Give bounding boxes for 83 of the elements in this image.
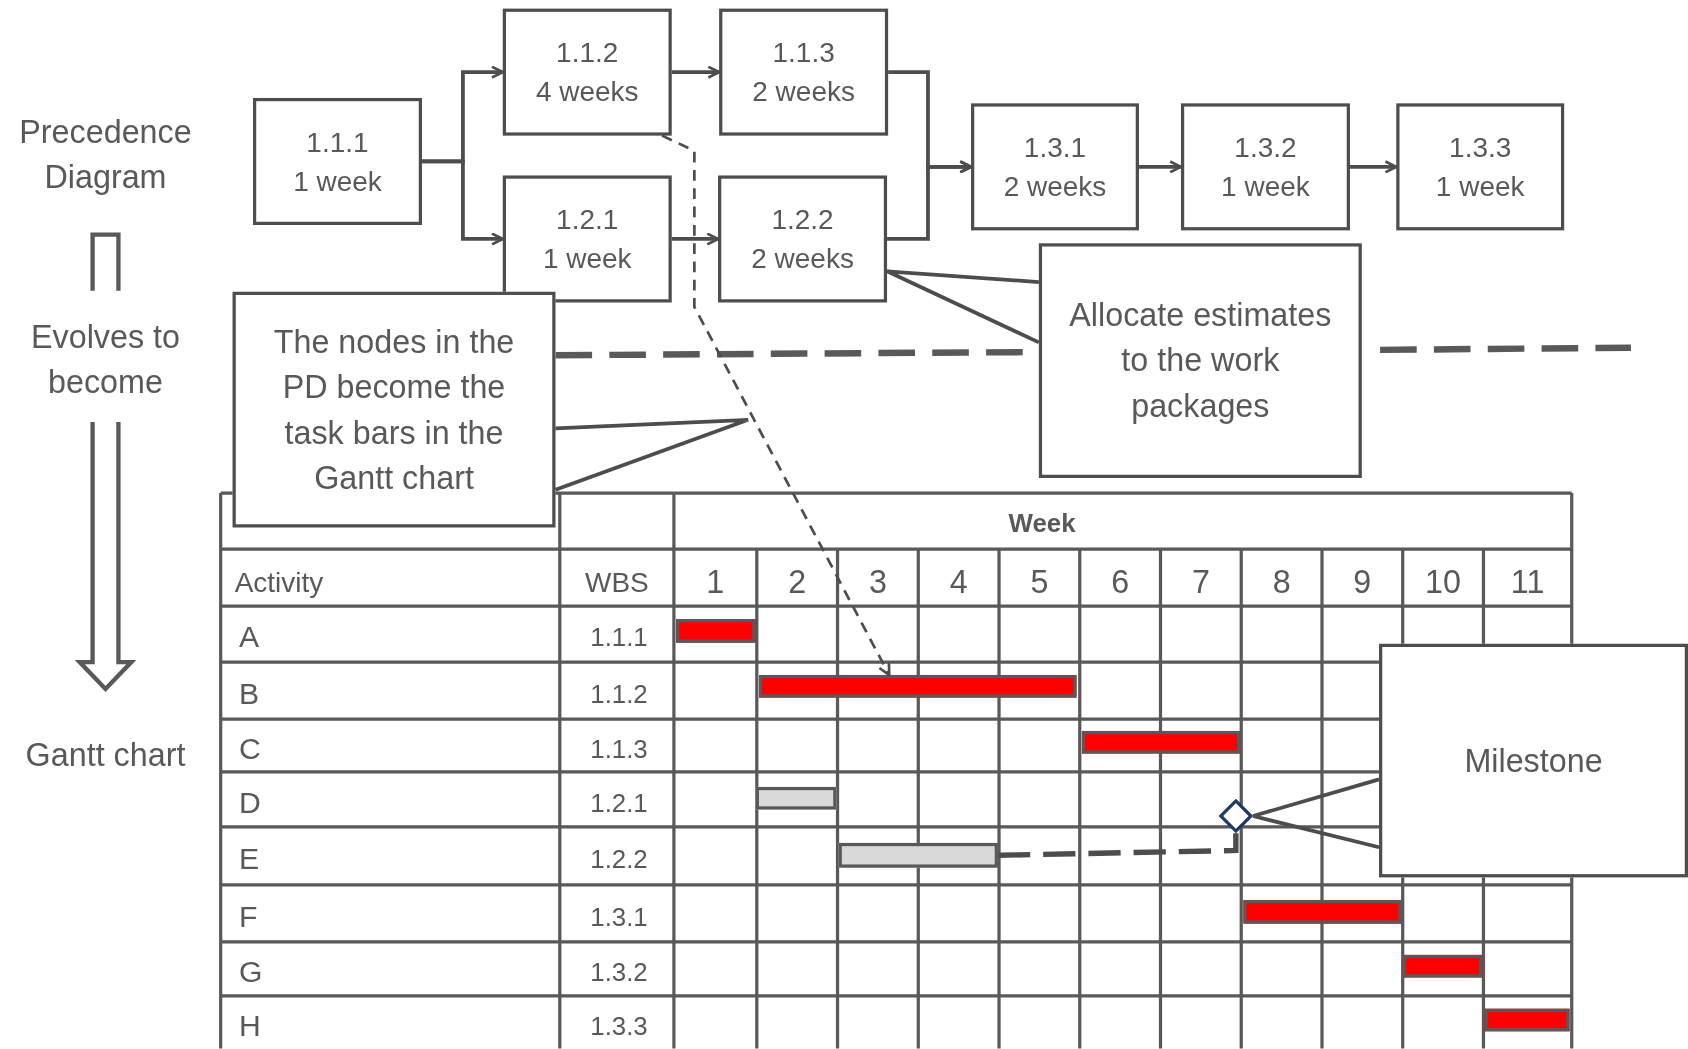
task-duration: 1 week	[542, 241, 632, 277]
stage-label: Evolves to become	[30, 317, 181, 402]
task-number: 1.3.1	[1023, 130, 1087, 166]
week-number: 9	[1353, 564, 1372, 601]
task-number: 1.3.3	[1449, 130, 1512, 166]
week-number: 4	[949, 564, 968, 601]
connector-line	[997, 833, 1239, 858]
week-number: 8	[1272, 564, 1291, 601]
task-number: 1.3.2	[1234, 130, 1297, 166]
task-number: 1.2.1	[556, 202, 619, 238]
callout-text: Allocate estimates to the work packages	[1068, 296, 1333, 426]
task-duration: 4 weeks	[535, 74, 639, 110]
task-duration: 1 week	[293, 163, 382, 199]
task-box	[719, 8, 889, 136]
stage-label: Precedence Diagram	[18, 113, 193, 197]
task-duration: 2 weeks	[1003, 169, 1107, 205]
task-duration: 1 week	[1435, 169, 1525, 205]
arrow	[422, 159, 505, 246]
task-number: 1.1.3	[772, 35, 835, 71]
task-number: 1.1.2	[556, 35, 619, 71]
arrow	[671, 232, 720, 246]
callout-tail	[885, 269, 1041, 345]
task-bar	[838, 842, 998, 868]
task-bar	[1081, 730, 1241, 754]
task-duration: 2 weeks	[751, 241, 854, 277]
activity-letter: E	[239, 841, 260, 877]
week-number: 3	[868, 564, 887, 601]
task-box	[971, 103, 1139, 231]
activity-letter: A	[239, 620, 260, 655]
wbs-code: 1.2.2	[590, 844, 648, 875]
week-number: 10	[1425, 564, 1462, 601]
wbs-code: 1.2.1	[590, 787, 648, 818]
arrow	[1349, 160, 1398, 174]
callout-text: Milestone	[1464, 741, 1603, 780]
stage-label: Gantt chart	[24, 736, 187, 775]
task-bar	[1402, 954, 1483, 978]
wbs-code: 1.1.3	[590, 733, 648, 764]
arrow	[661, 134, 891, 677]
week-number: 1	[706, 564, 725, 601]
task-duration: 1 week	[1221, 169, 1310, 205]
task-bar	[676, 619, 756, 643]
week-number: 2	[788, 564, 807, 601]
task-box	[253, 97, 422, 225]
task-box	[718, 175, 888, 303]
week-number: 5	[1030, 564, 1049, 601]
task-bar	[758, 675, 1077, 698]
week-number: 6	[1111, 564, 1130, 601]
wbs-code: 1.3.1	[590, 901, 648, 932]
callout-box	[1038, 243, 1362, 478]
callout-box	[232, 291, 556, 528]
wbs-code: 1.3.2	[590, 957, 648, 988]
activity-letter: H	[239, 1008, 261, 1043]
wbs-code: 1.1.1	[590, 622, 648, 653]
task-box	[1180, 103, 1350, 231]
callout-tail	[553, 417, 751, 492]
task-box	[502, 175, 672, 303]
task-bar	[1484, 1008, 1570, 1032]
task-bar	[1243, 900, 1402, 924]
milestone-diamond	[1218, 798, 1254, 834]
wbs-code: 1.3.3	[590, 1010, 648, 1041]
callout-tail	[1251, 777, 1381, 850]
arrow	[1138, 160, 1183, 174]
task-number: 1.1.1	[306, 124, 369, 161]
task-box	[1396, 103, 1565, 231]
task-bar	[755, 786, 837, 810]
activity-letter: D	[239, 785, 261, 820]
task-box	[502, 8, 672, 136]
activity-letter: C	[239, 731, 261, 766]
activity-letter: B	[239, 676, 260, 712]
activity-letter: G	[239, 954, 263, 990]
task-duration: 2 weeks	[752, 74, 855, 110]
callout-box	[1379, 643, 1688, 878]
callout-text: The nodes in the PD become the task bars in the Gantt chart	[272, 322, 516, 497]
task-number: 1.2.2	[771, 202, 834, 238]
wbs-code: 1.1.2	[590, 678, 648, 709]
week-number: 7	[1191, 564, 1210, 601]
week-number: 11	[1510, 564, 1545, 601]
column-header: Activity	[234, 565, 324, 600]
activity-letter: F	[239, 899, 258, 934]
column-header: Week	[1008, 508, 1076, 539]
column-header: WBS	[584, 565, 649, 600]
arrow	[887, 160, 973, 241]
arrow	[671, 65, 721, 79]
